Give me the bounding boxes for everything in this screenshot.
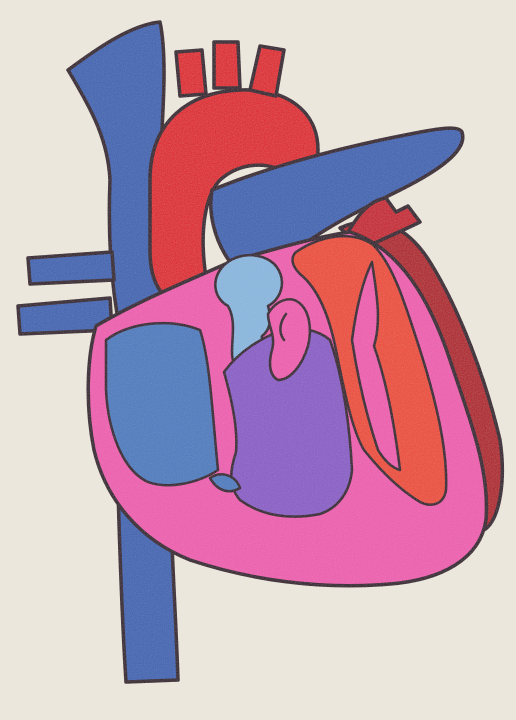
aorta-branch-1 bbox=[176, 50, 206, 96]
pulmonary-vein-upper bbox=[28, 252, 114, 284]
aorta-branch-2 bbox=[214, 42, 240, 88]
